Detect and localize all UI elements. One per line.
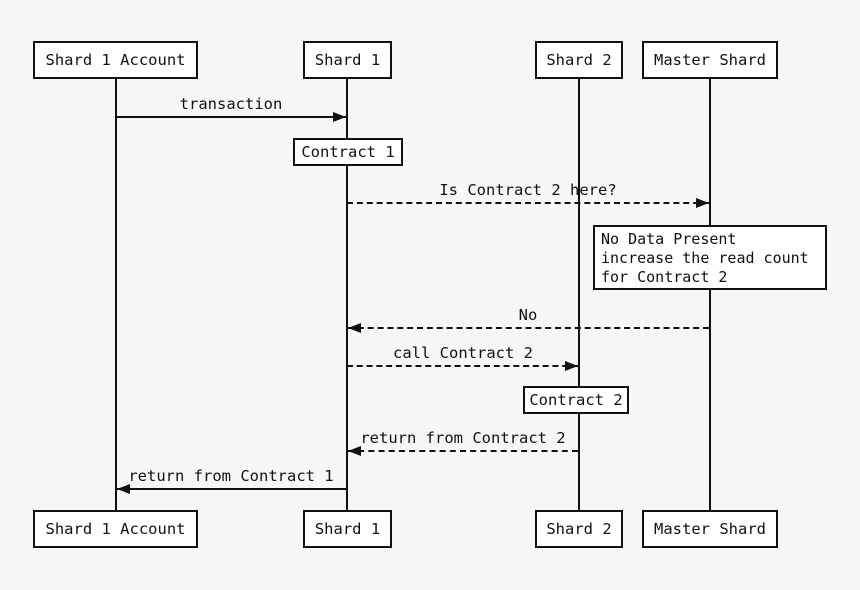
message-line-transaction [116,116,346,118]
activation-contract-2: Contract 2 [523,386,629,414]
participant-bottom-shard-1: Shard 1 [303,510,392,548]
lifeline-shard-1-account [115,79,117,511]
message-label-is-contract-2-here: Is Contract 2 here? [439,181,617,199]
message-line-call-contract-2 [347,365,578,367]
participant-top-shard-1: Shard 1 [303,41,392,79]
participant-label: Shard 1 [314,520,381,538]
message-line-return-from-contract-2 [348,450,578,452]
participant-label: Master Shard [654,51,766,69]
participant-bottom-master-shard: Master Shard [642,510,778,548]
participant-top-master-shard: Master Shard [642,41,778,79]
message-label-transaction: transaction [179,95,283,113]
note-line: No Data Present [601,230,737,248]
activation-label: Contract 1 [301,143,395,161]
participant-label: Shard 2 [546,51,612,69]
arrowhead-right-icon [333,112,346,122]
participant-label: Shard 1 [314,51,381,69]
message-label-no: No [518,306,538,324]
lifeline-shard-2 [578,79,580,511]
message-line-is-contract-2-here [347,202,709,204]
note-line: increase the read count [601,249,809,267]
arrowhead-left-icon [117,484,130,494]
lifeline-master-shard [709,79,711,511]
participant-label: Shard 1 Account [45,51,186,69]
note-line: for Contract 2 [601,268,728,286]
arrowhead-left-icon [348,446,361,456]
arrowhead-left-icon [348,323,361,333]
activation-label: Contract 2 [529,391,623,409]
message-label-return-from-contract-2: return from Contract 2 [360,429,566,447]
participant-top-shard-2: Shard 2 [535,41,623,79]
lifeline-shard-1 [346,79,348,511]
arrowhead-right-icon [696,198,709,208]
participant-bottom-shard-2: Shard 2 [535,510,623,548]
arrowhead-right-icon [565,361,578,371]
participant-label: Shard 1 Account [45,520,186,538]
message-label-return-from-contract-1: return from Contract 1 [128,467,334,485]
message-line-no [348,327,709,329]
participant-top-shard-1-account: Shard 1 Account [33,41,198,79]
message-label-call-contract-2: call Contract 2 [393,344,533,362]
activation-contract-1: Contract 1 [293,138,403,166]
participant-label: Master Shard [654,520,766,538]
message-line-return-from-contract-1 [117,488,346,490]
note-no-data-present: No Data Present increase the read count … [593,225,827,290]
participant-label: Shard 2 [546,520,612,538]
participant-bottom-shard-1-account: Shard 1 Account [33,510,198,548]
